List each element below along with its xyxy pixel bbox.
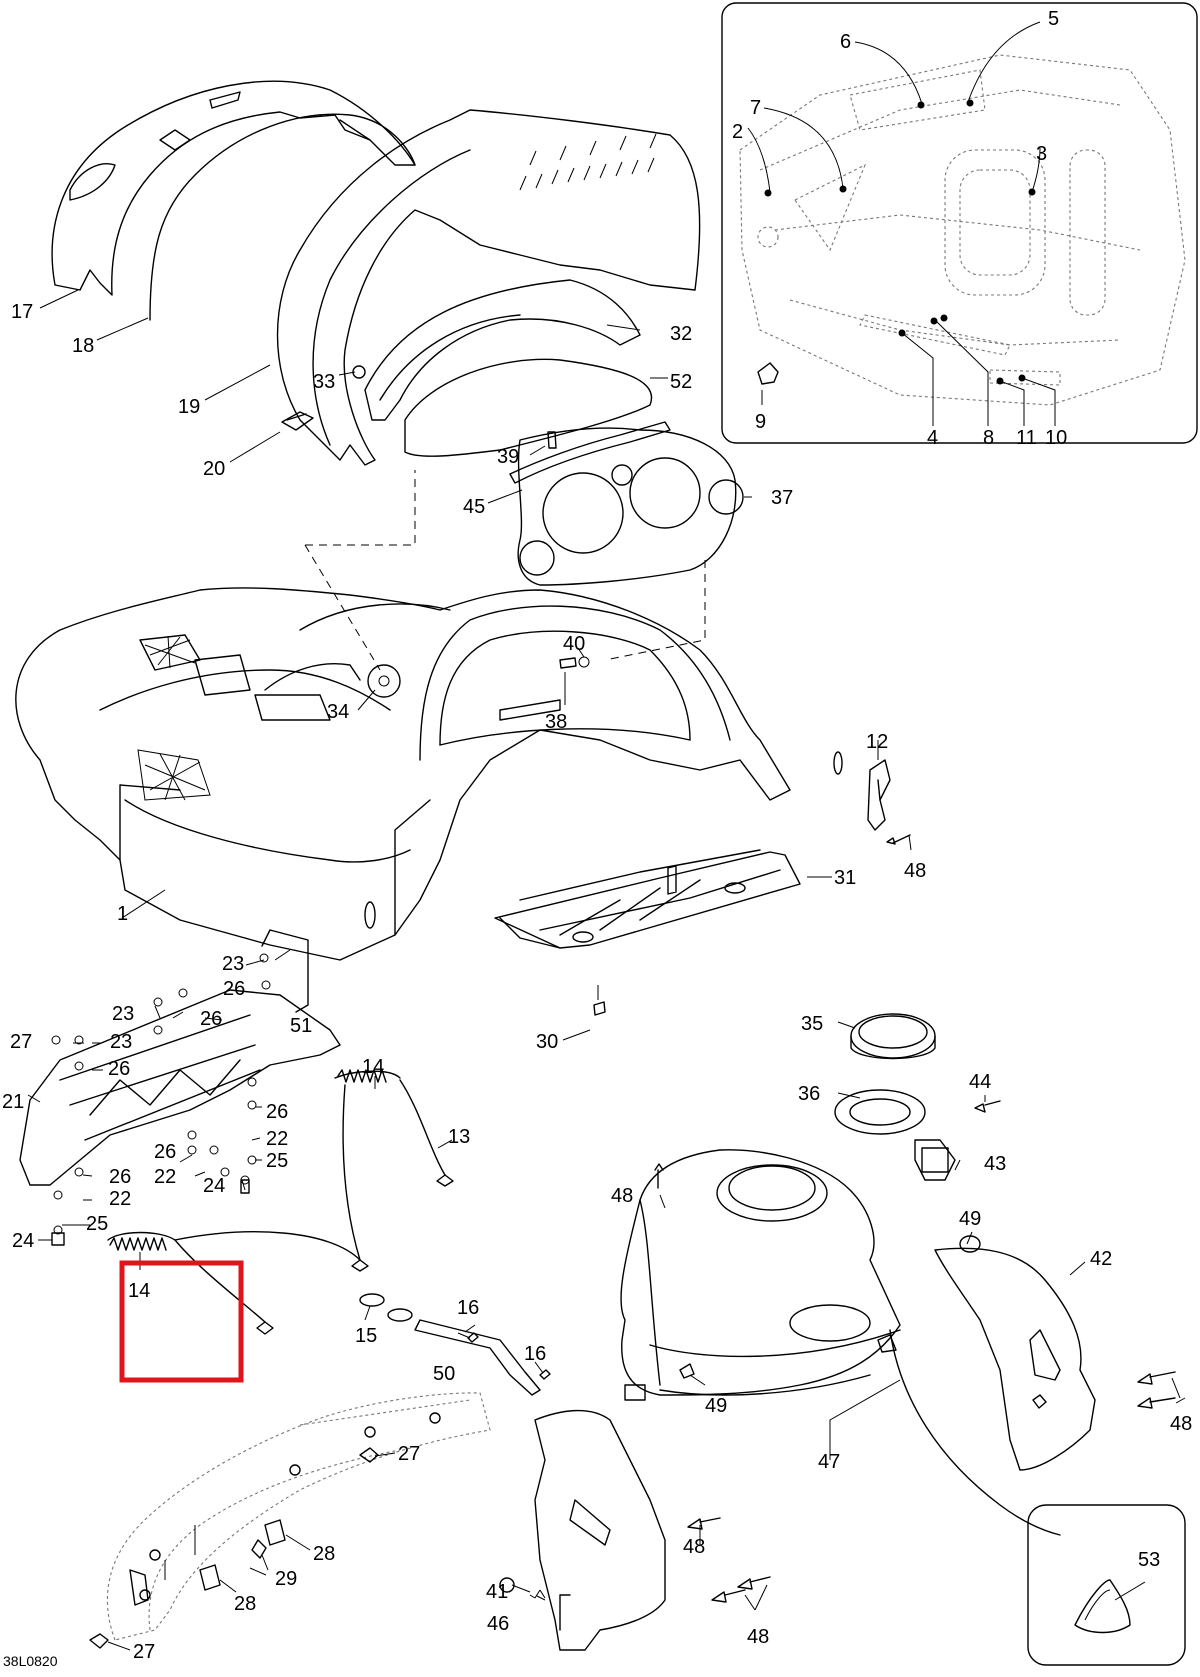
callout-3: 3 <box>1036 143 1047 165</box>
callout-22-b: 22 <box>154 1166 176 1188</box>
callout-15: 15 <box>355 1325 377 1347</box>
callout-24-b: 24 <box>12 1230 34 1252</box>
callout-17: 17 <box>11 301 33 323</box>
callout-26-b: 26 <box>200 1008 222 1030</box>
callout-33: 33 <box>313 371 335 393</box>
callout-52: 52 <box>670 371 692 393</box>
callout-28-a: 28 <box>313 1543 335 1565</box>
callout-48-e: 48 <box>747 1626 769 1648</box>
callout-16-lower: 16 <box>524 1343 546 1365</box>
cross-member <box>19 929 341 1246</box>
callout-25-a: 25 <box>266 1150 288 1172</box>
callout-19: 19 <box>178 396 200 418</box>
callout-7: 7 <box>750 97 761 119</box>
callout-11: 11 <box>1016 427 1037 449</box>
callout-30: 30 <box>536 1031 558 1053</box>
callout-23-c: 23 <box>110 1031 132 1053</box>
callout-2: 2 <box>732 121 743 143</box>
storage-tray <box>494 740 912 1041</box>
callout-14-upper: 14 <box>362 1056 384 1078</box>
callout-48-c: 48 <box>1170 1413 1192 1435</box>
callout-49-a: 49 <box>959 1208 981 1230</box>
callout-49-b: 49 <box>705 1395 727 1417</box>
callout-47: 47 <box>818 1451 840 1473</box>
callout-16-upper: 16 <box>457 1297 479 1319</box>
callout-48-b: 48 <box>611 1185 633 1207</box>
callout-37: 37 <box>771 487 793 509</box>
callout-44: 44 <box>969 1071 991 1093</box>
filler-housing <box>499 1013 1186 1666</box>
callout-27-c: 27 <box>133 1641 155 1663</box>
callout-40: 40 <box>563 633 585 655</box>
callout-26-f: 26 <box>109 1166 131 1188</box>
callout-20: 20 <box>203 458 225 480</box>
callout-50: 50 <box>433 1363 455 1385</box>
callout-22-a: 22 <box>266 1128 288 1150</box>
callout-27-b: 27 <box>398 1443 420 1465</box>
callout-38: 38 <box>545 711 567 733</box>
callout-36: 36 <box>798 1083 820 1105</box>
callout-4: 4 <box>927 427 938 449</box>
callout-22-c: 22 <box>109 1188 131 1210</box>
callout-10: 10 <box>1045 427 1067 449</box>
callout-31: 31 <box>834 867 856 889</box>
callout-5: 5 <box>1048 8 1059 30</box>
callout-labels: 1 2 3 4 5 6 7 8 9 10 11 12 13 14 14 15 1… <box>2 8 1192 1669</box>
callout-25-b: 25 <box>86 1213 108 1235</box>
callout-6: 6 <box>840 31 851 53</box>
callout-34: 34 <box>327 701 349 723</box>
callout-53: 53 <box>1138 1549 1160 1571</box>
console-body <box>15 470 843 961</box>
highlight-box <box>119 1260 244 1383</box>
callout-13: 13 <box>448 1126 470 1148</box>
drawing-code: 38L0820 <box>3 1653 58 1669</box>
callout-14-lower: 14 <box>128 1280 150 1302</box>
callout-42: 42 <box>1090 1248 1112 1270</box>
callout-12: 12 <box>866 731 888 753</box>
callout-39: 39 <box>497 446 519 468</box>
cables <box>107 1069 551 1396</box>
callout-26-d: 26 <box>266 1101 288 1123</box>
callout-43: 43 <box>984 1153 1006 1175</box>
lower-rail <box>89 1392 491 1651</box>
callout-48-a: 48 <box>904 860 926 882</box>
callout-26-e: 26 <box>154 1141 176 1163</box>
callout-27-a: 27 <box>10 1031 32 1053</box>
side-panels <box>39 80 701 466</box>
gauge-parts <box>338 279 752 586</box>
callout-9: 9 <box>755 411 766 433</box>
callout-26-a: 26 <box>223 978 245 1000</box>
callout-18: 18 <box>72 335 94 357</box>
callout-26-c: 26 <box>108 1058 130 1080</box>
callout-24-a: 24 <box>203 1175 225 1197</box>
callout-35: 35 <box>801 1013 823 1035</box>
callout-46: 46 <box>487 1613 509 1635</box>
callout-23-b: 23 <box>112 1003 134 1025</box>
callout-21: 21 <box>2 1091 24 1113</box>
deck-inset <box>721 2 1198 444</box>
callout-45: 45 <box>463 496 485 518</box>
callout-1: 1 <box>117 903 128 925</box>
callout-32: 32 <box>670 323 692 345</box>
callout-23-a: 23 <box>222 953 244 975</box>
callout-29: 29 <box>275 1568 297 1590</box>
callout-51: 51 <box>290 1015 312 1037</box>
callout-48-d: 48 <box>683 1536 705 1558</box>
callout-41: 41 <box>486 1581 508 1603</box>
callout-8: 8 <box>983 427 994 449</box>
callout-28-b: 28 <box>234 1593 256 1615</box>
